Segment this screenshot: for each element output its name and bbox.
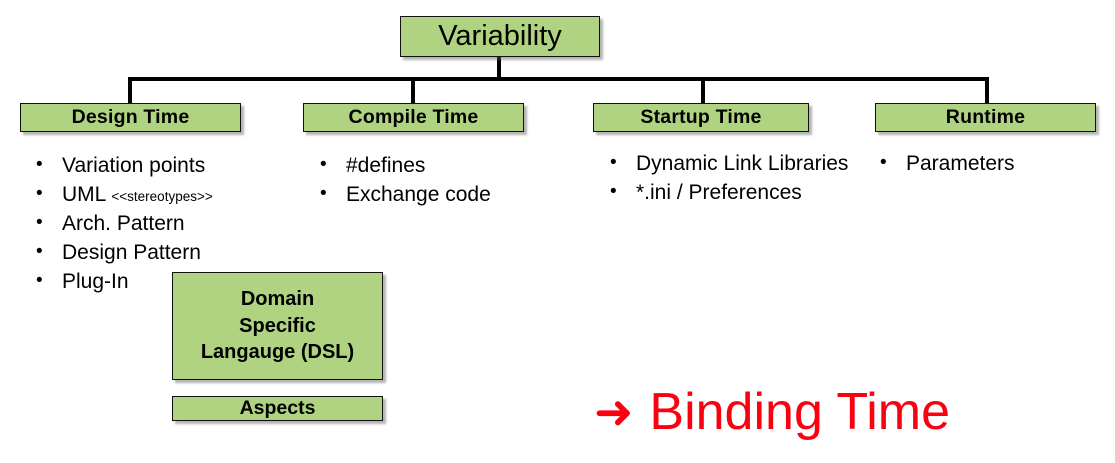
list-item-annotation: <<stereotypes>> <box>111 188 213 204</box>
list-item: • Dynamic Link Libraries <box>610 150 855 179</box>
bullet-dot-icon: • <box>36 154 43 175</box>
node-aspects-label: Aspects <box>239 397 316 419</box>
bullet-dot-icon: • <box>36 182 43 204</box>
list-item: • Arch. Pattern <box>36 210 301 239</box>
list-item-label: Exchange code <box>346 182 491 206</box>
node-design-time: Design Time <box>20 103 241 132</box>
node-variability-label: Variability <box>438 20 562 53</box>
list-item: • Exchange code <box>320 181 570 210</box>
dsl-line-1: Domain <box>240 288 315 311</box>
list-item-label: UML <<stereotypes>> <box>62 182 213 206</box>
connector-drop-design-time <box>128 79 132 104</box>
node-compile-time: Compile Time <box>303 103 524 132</box>
binding-time-callout: ➜ Binding Time <box>594 385 950 440</box>
connector-horizontal-bar <box>128 77 989 81</box>
list-item-label: Dynamic Link Libraries <box>636 152 849 175</box>
connector-drop-startup-time <box>701 79 705 104</box>
bullet-dot-icon: • <box>880 152 887 173</box>
bullet-dot-icon: • <box>36 211 43 233</box>
node-aspects: Aspects <box>172 396 383 421</box>
node-startup-time: Startup Time <box>593 103 809 132</box>
list-item-label: *.ini / Preferences <box>636 180 802 204</box>
list-item-label: Arch. Pattern <box>62 211 185 235</box>
node-runtime-label: Runtime <box>945 106 1026 128</box>
node-startup-time-label: Startup Time <box>640 106 762 128</box>
list-item-label: Variation points <box>62 154 206 177</box>
node-variability: Variability <box>400 16 600 57</box>
bullet-list-design-time: • Variation points • UML <<stereotypes>> • Ar… <box>36 152 301 297</box>
node-design-time-label: Design Time <box>71 106 190 128</box>
right-arrow-icon: ➜ <box>594 384 634 440</box>
dsl-line-3: Langauge (DSL) <box>200 341 355 364</box>
bullet-list-startup-time: • Dynamic Link Libraries • *.ini / Preferen… <box>610 150 855 208</box>
list-item: • Parameters <box>880 150 1100 179</box>
bullet-dot-icon: • <box>610 152 617 173</box>
list-item-label: Design Pattern <box>62 240 201 264</box>
list-item: • #defines <box>320 152 570 181</box>
list-item: • Design Pattern <box>36 239 301 268</box>
binding-time-label: Binding Time <box>649 383 950 441</box>
bullet-list-compile-time: • #defines • Exchange code <box>320 152 570 210</box>
dsl-line-2: Specific <box>239 314 316 337</box>
list-item-label: #defines <box>346 154 426 177</box>
bullet-dot-icon: • <box>36 240 43 262</box>
node-domain-specific-language: Domain Specific Langauge (DSL) <box>172 272 383 380</box>
bullet-dot-icon: • <box>320 154 327 175</box>
bullet-dot-icon: • <box>36 269 43 291</box>
list-item: • UML <<stereotypes>> <box>36 181 301 210</box>
bullet-dot-icon: • <box>610 180 617 202</box>
list-item: • Plug-In <box>36 268 301 297</box>
list-item: • Variation points <box>36 152 301 181</box>
list-item-label: Parameters <box>906 152 1015 175</box>
list-item: • *.ini / Preferences <box>610 179 855 208</box>
bullet-list-runtime: • Parameters <box>880 150 1100 179</box>
node-runtime: Runtime <box>875 103 1096 132</box>
connector-drop-compile-time <box>411 79 415 104</box>
connector-root-stem <box>497 57 501 81</box>
list-item-label: Plug-In <box>62 269 129 293</box>
node-compile-time-label: Compile Time <box>348 106 479 128</box>
bullet-dot-icon: • <box>320 182 327 204</box>
connector-drop-runtime <box>985 79 989 104</box>
